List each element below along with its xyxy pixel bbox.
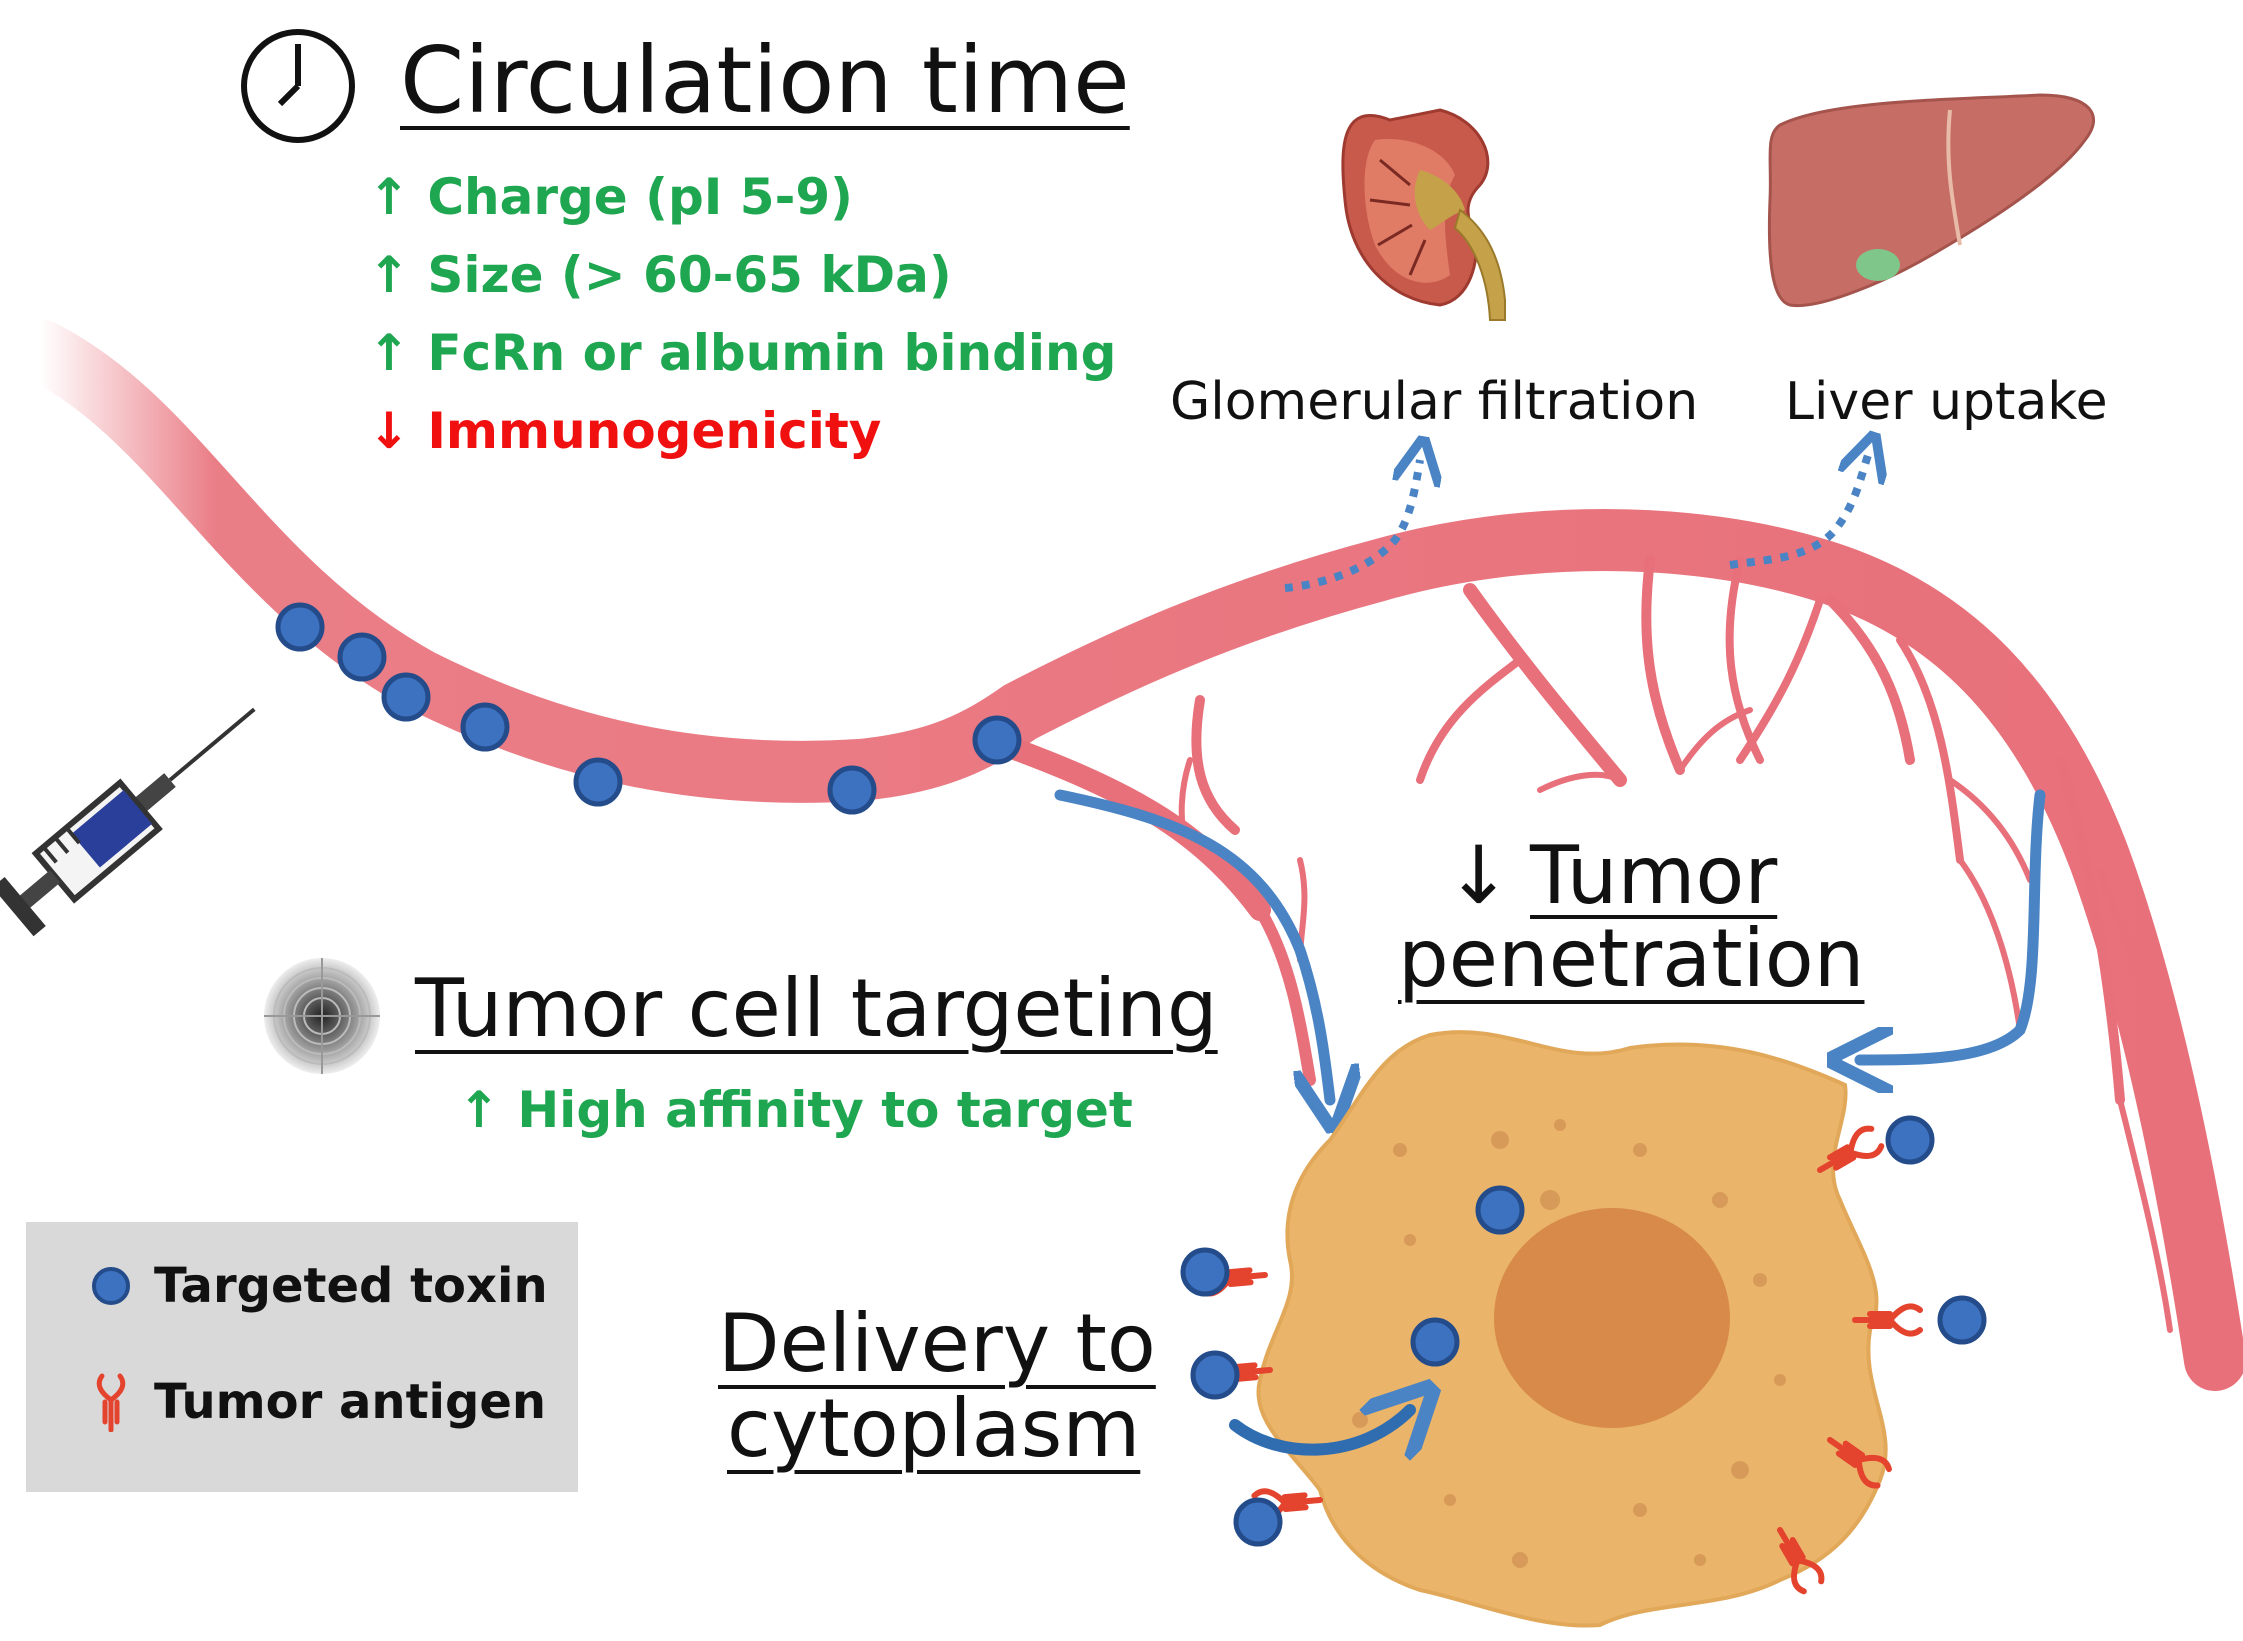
- kidney-label: Glomerular filtration: [1170, 372, 1699, 432]
- legend-row-antigen: Tumor antigen: [92, 1372, 546, 1432]
- tumor-cell: [1256, 1030, 1888, 1628]
- circulation-item-size: ↑ Size (> 60-65 kDa): [368, 250, 952, 300]
- delivery-line1: Delivery to: [718, 1297, 1156, 1390]
- circulation-item-fcrn: ↑ FcRn or albumin binding: [368, 328, 1116, 378]
- circulation-item-label: Size (> 60-65 kDa): [427, 246, 952, 304]
- targeting-item: ↑ High affinity to target: [458, 1085, 1133, 1135]
- delivery-line2: cytoplasm: [727, 1382, 1141, 1475]
- antibody-icon: [96, 1373, 126, 1432]
- penetration-line2: penetration: [1398, 912, 1865, 1005]
- down-arrow-icon: ↓: [1445, 829, 1513, 922]
- circulation-title: Circulation time: [400, 27, 1130, 134]
- up-arrow-icon: ↑: [368, 246, 410, 304]
- targeting-item-label: High affinity to target: [517, 1081, 1133, 1139]
- legend-row-toxin: Targeted toxin: [92, 1258, 548, 1314]
- penetration-line1: Tumor: [1530, 829, 1778, 922]
- up-arrow-icon: ↑: [458, 1081, 500, 1139]
- toxin-swatch: [92, 1267, 130, 1305]
- cell-toxins: [1180, 1115, 1987, 1547]
- organ-clearance-arrows: [1284, 455, 1868, 592]
- up-arrow-icon: ↑: [368, 168, 410, 226]
- vessel-toxins: [275, 602, 1022, 815]
- clock-icon: [241, 29, 355, 143]
- circulation-item-label: Charge (pI 5-9): [427, 168, 853, 226]
- circulation-item-label: FcRn or albumin binding: [427, 324, 1117, 382]
- legend-label-antigen: Tumor antigen: [154, 1374, 547, 1430]
- liver-icon: [1767, 93, 2096, 308]
- blood-vessel: [9, 319, 2243, 1391]
- circulation-item-charge: ↑ Charge (pI 5-9): [368, 172, 853, 222]
- syringe-icon: [0, 707, 256, 937]
- tumor-flow-arrows: [1054, 789, 2046, 1100]
- circulation-item-label: Immunogenicity: [427, 402, 882, 460]
- legend: Targeted toxin Tumor antigen: [26, 1222, 578, 1492]
- down-arrow-icon: ↓: [368, 402, 410, 460]
- liver-label: Liver uptake: [1785, 372, 2108, 432]
- legend-label-toxin: Targeted toxin: [154, 1258, 548, 1314]
- target-icon: [264, 958, 380, 1074]
- up-arrow-icon: ↑: [368, 324, 410, 382]
- penetration-title-line1: ↓Tumor: [1445, 832, 1777, 920]
- targeting-title: Tumor cell targeting: [415, 962, 1218, 1055]
- kidney-icon: [1341, 108, 1506, 321]
- circulation-item-immunogenicity: ↓ Immunogenicity: [368, 406, 881, 456]
- internalization-arrow: [1229, 1410, 1410, 1450]
